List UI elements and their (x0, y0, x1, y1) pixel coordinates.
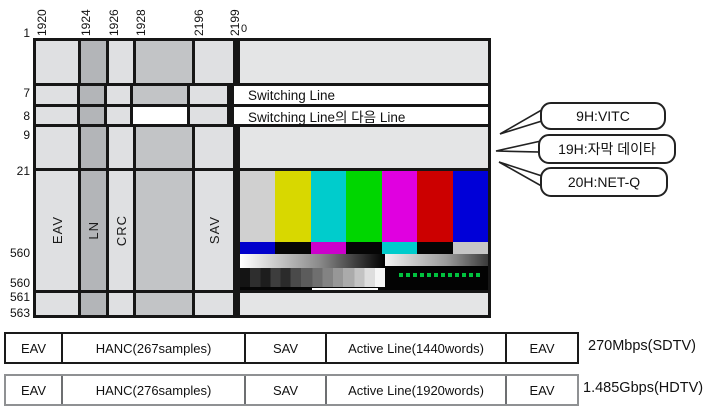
ln-column: LN (81, 171, 106, 290)
row-label-560-top: 560 (9, 246, 30, 260)
black-zone (385, 266, 488, 290)
gray-step-wedge (240, 268, 385, 287)
bar-cyan (310, 171, 347, 242)
callout-9h-vitc: 9H:VITC (540, 102, 666, 130)
cast-black-1 (275, 242, 311, 254)
cast-black-3 (417, 242, 453, 254)
switching-line-next-label: Switching Line의 다음 Line (234, 107, 488, 125)
eav-cell (36, 41, 78, 83)
ancillary-area-cell (240, 127, 488, 168)
bottom-black-strip (240, 287, 385, 290)
sdtv-rate-label: 270Mbps(SDTV) (588, 338, 696, 354)
row-7-band: Switching Line (36, 86, 488, 104)
cast-magenta (310, 242, 347, 254)
row-label-561: 561 (9, 290, 30, 304)
rows-1-6-band (36, 41, 488, 83)
crc-cell (109, 41, 133, 83)
blank-cell (136, 127, 192, 168)
callout-19h-caption-data: 19H:자막 데이타 (538, 134, 676, 164)
bar-green (346, 171, 382, 242)
hdtv-rate-label: 1.485Gbps(HDTV) (583, 380, 704, 396)
sav-cell (195, 127, 233, 168)
sdtv-hanc: HANC(267samples) (63, 334, 246, 362)
hdtv-sav: SAV (246, 376, 327, 404)
cast-gray (452, 242, 488, 254)
blank-cell (136, 41, 192, 83)
color-bars-test-pattern (240, 171, 488, 290)
eav-cell (36, 127, 78, 168)
rows-561-563-band (36, 293, 488, 315)
hdtv-line-table: EAV HANC(276samples) SAV Active Line(192… (4, 374, 579, 406)
sav-column: SAV (195, 171, 233, 290)
blank-white-cell (133, 107, 188, 124)
white-reference-line (312, 288, 378, 290)
sdtv-eav-end: EAV (529, 340, 555, 356)
blank-cell (133, 86, 188, 104)
row-label-560-bottom: 560 (9, 276, 30, 290)
active-picture-band: EAV LN CRC SAV (36, 171, 488, 290)
cast-black-2 (346, 242, 382, 254)
cast-blue (240, 242, 276, 254)
sav-cell (195, 293, 233, 315)
bar-blue (452, 171, 488, 242)
bar-yellow (275, 171, 311, 242)
row-label-21: 21 (16, 164, 30, 178)
bar-white (240, 171, 276, 242)
bar-magenta (381, 171, 418, 242)
blank-column (136, 171, 192, 290)
row-label-1: 1 (23, 26, 30, 40)
hdtv-hanc: HANC(276samples) (63, 376, 246, 404)
eav-cell (36, 86, 77, 104)
ln-cell (79, 86, 104, 104)
sav-cell (190, 86, 227, 104)
row-label-563: 563 (9, 306, 30, 320)
hdtv-active-line: Active Line(1920words) (327, 376, 507, 404)
row-label-7: 7 (23, 86, 30, 100)
color-bars-lower-section (240, 254, 488, 290)
sdtv-line-table: EAV HANC(267samples) SAV Active Line(144… (4, 332, 579, 364)
eav-column: EAV (36, 171, 78, 290)
crc-column: CRC (109, 171, 133, 290)
crc-cell (109, 127, 133, 168)
row-label-8: 8 (23, 109, 30, 123)
sav-cell (195, 41, 233, 83)
ln-cell (81, 293, 106, 315)
sav-cell (190, 107, 227, 124)
hdtv-eav-start: EAV (6, 376, 63, 404)
crc-cell (106, 107, 131, 124)
ln-cell (81, 127, 106, 168)
crc-cell (106, 86, 131, 104)
green-overlay-text (399, 273, 481, 277)
color-bars-castellation (240, 242, 488, 254)
row-label-9: 9 (23, 128, 30, 142)
bar-red (417, 171, 453, 242)
row-8-band: Switching Line의 다음 Line (36, 107, 488, 125)
callout-20h-net-q: 20H:NET-Q (540, 167, 668, 197)
ln-cell (81, 41, 106, 83)
switching-line-label: Switching Line (234, 86, 488, 104)
ln-cell (79, 107, 104, 124)
line-structure-grid: Switching Line Switching Line의 다음 Line E… (33, 38, 491, 318)
sample-label-0: 0 (241, 23, 248, 35)
cast-cyan (381, 242, 418, 254)
sdtv-active-line: Active Line(1440words) (327, 334, 507, 362)
eav-cell (36, 293, 78, 315)
eav-cell (36, 107, 77, 124)
active-area-cell (240, 41, 488, 83)
blank-cell (136, 293, 192, 315)
sdtv-sav: SAV (246, 334, 327, 362)
luma-ramp-left (240, 254, 385, 268)
hdtv-eav-end: EAV (529, 382, 555, 398)
sdtv-eav-start: EAV (6, 334, 63, 362)
blanking-area-cell (240, 293, 488, 315)
luma-ramp-right (385, 254, 488, 266)
crc-cell (109, 293, 133, 315)
color-bars-main (240, 171, 488, 242)
rows-9-20-band (36, 127, 488, 168)
